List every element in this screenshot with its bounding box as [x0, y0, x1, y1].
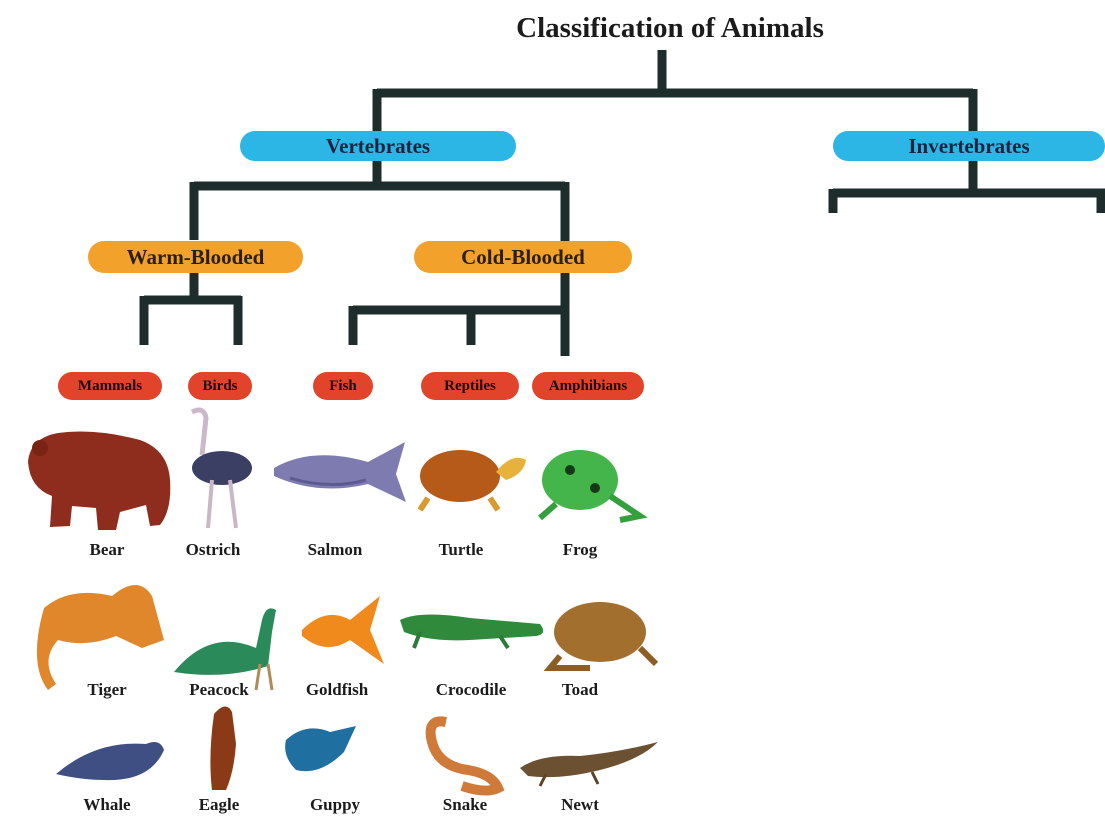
fish-label: Fish	[329, 378, 357, 395]
whale-image	[56, 742, 164, 780]
cold-blooded-connector	[353, 306, 565, 345]
animal-label-ostrich: Ostrich	[148, 540, 278, 560]
animal-label-newt: Newt	[515, 795, 645, 815]
connector-lines	[144, 50, 1105, 356]
mammals-label: Mammals	[78, 378, 142, 395]
animal-label-eagle: Eagle	[154, 795, 284, 815]
animal-label-toad: Toad	[515, 680, 645, 700]
fish-pill: Fish	[313, 372, 373, 400]
warm-blooded-pill: Warm-Blooded	[88, 241, 303, 273]
invertebrates-pill: Invertebrates	[833, 131, 1105, 161]
animal-label-whale: Whale	[42, 795, 172, 815]
peacock-image	[174, 608, 276, 690]
birds-pill: Birds	[188, 372, 252, 400]
warm-blooded-label: Warm-Blooded	[127, 245, 265, 270]
crocodile-image	[400, 614, 543, 648]
invertebrates-label: Invertebrates	[908, 134, 1029, 159]
animal-label-salmon: Salmon	[270, 540, 400, 560]
page-title: Classification of Animals	[480, 12, 860, 45]
vertebrates-label: Vertebrates	[326, 134, 430, 159]
animal-label-snake: Snake	[400, 795, 530, 815]
cold-blooded-label: Cold-Blooded	[461, 245, 585, 270]
cold-blooded-pill: Cold-Blooded	[414, 241, 632, 273]
toad-image	[550, 602, 656, 668]
warm-blooded-connector	[144, 270, 241, 345]
ostrich-image	[192, 410, 252, 528]
mammals-pill: Mammals	[58, 372, 162, 400]
animal-label-tiger: Tiger	[42, 680, 172, 700]
reptiles-pill: Reptiles	[421, 372, 519, 400]
animal-label-guppy: Guppy	[270, 795, 400, 815]
animal-label-goldfish: Goldfish	[272, 680, 402, 700]
vertebrates-pill: Vertebrates	[240, 131, 516, 161]
root-connector	[377, 50, 973, 132]
invertebrates-connector	[833, 160, 1105, 213]
snake-image	[431, 721, 498, 790]
turtle-image	[420, 450, 526, 510]
frog-image	[540, 450, 640, 520]
birds-label: Birds	[202, 378, 237, 395]
amphibians-label: Amphibians	[549, 378, 627, 395]
amphibians-pill: Amphibians	[532, 372, 644, 400]
animal-label-frog: Frog	[515, 540, 645, 560]
animal-label-turtle: Turtle	[396, 540, 526, 560]
reptiles-label: Reptiles	[444, 378, 496, 395]
tiger-image	[37, 585, 164, 690]
newt-image	[520, 742, 658, 786]
eagle-image	[210, 706, 236, 790]
guppy-image	[285, 726, 356, 771]
goldfish-image	[302, 596, 384, 664]
bear-image	[28, 432, 170, 530]
animal-label-peacock: Peacock	[154, 680, 284, 700]
salmon-image	[274, 442, 406, 502]
